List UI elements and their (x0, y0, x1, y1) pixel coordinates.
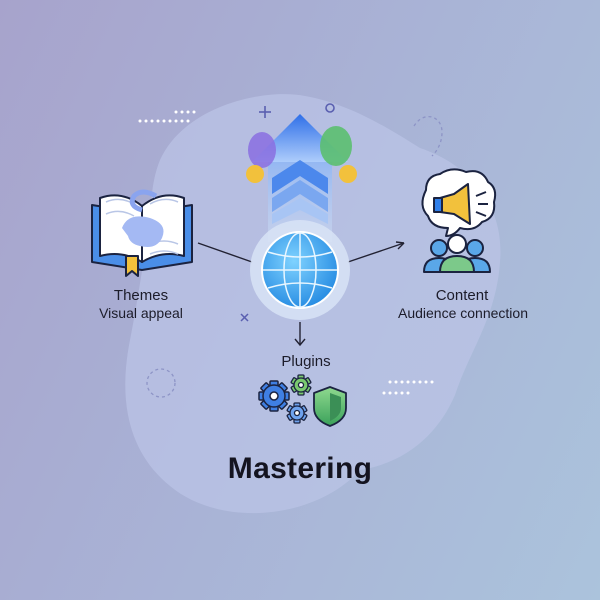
content-title: Content (435, 287, 489, 304)
shield-icon (313, 386, 347, 427)
main-title: Mastering (227, 452, 373, 485)
decoration-cross-icon (240, 313, 249, 322)
decoration-dashed-arc-right (413, 116, 443, 157)
content-subtitle: Audience connection (398, 305, 528, 321)
themes-title: Themes (113, 287, 169, 304)
decoration-dots-bottom-right (382, 380, 434, 395)
small-gear-green-icon (290, 374, 312, 396)
plugins-title: Plugins (281, 353, 331, 370)
themes-subtitle: Visual appeal (99, 305, 183, 321)
globe-icon (250, 220, 350, 320)
decoration-dots-top-left (138, 110, 196, 123)
connector-themes-globe (197, 242, 253, 263)
large-gear-icon (258, 380, 290, 412)
gears-shield-icon (258, 374, 347, 427)
small-gear-blue-icon (286, 402, 308, 424)
decoration-dashed-circle-left (146, 368, 176, 398)
megaphone-audience-icon (421, 168, 497, 273)
decoration-plus-icon (259, 106, 271, 118)
decoration-ring-icon (325, 103, 335, 113)
connector-globe-plugins (294, 322, 306, 347)
open-book-icon (91, 189, 193, 277)
connector-globe-content (347, 241, 405, 263)
